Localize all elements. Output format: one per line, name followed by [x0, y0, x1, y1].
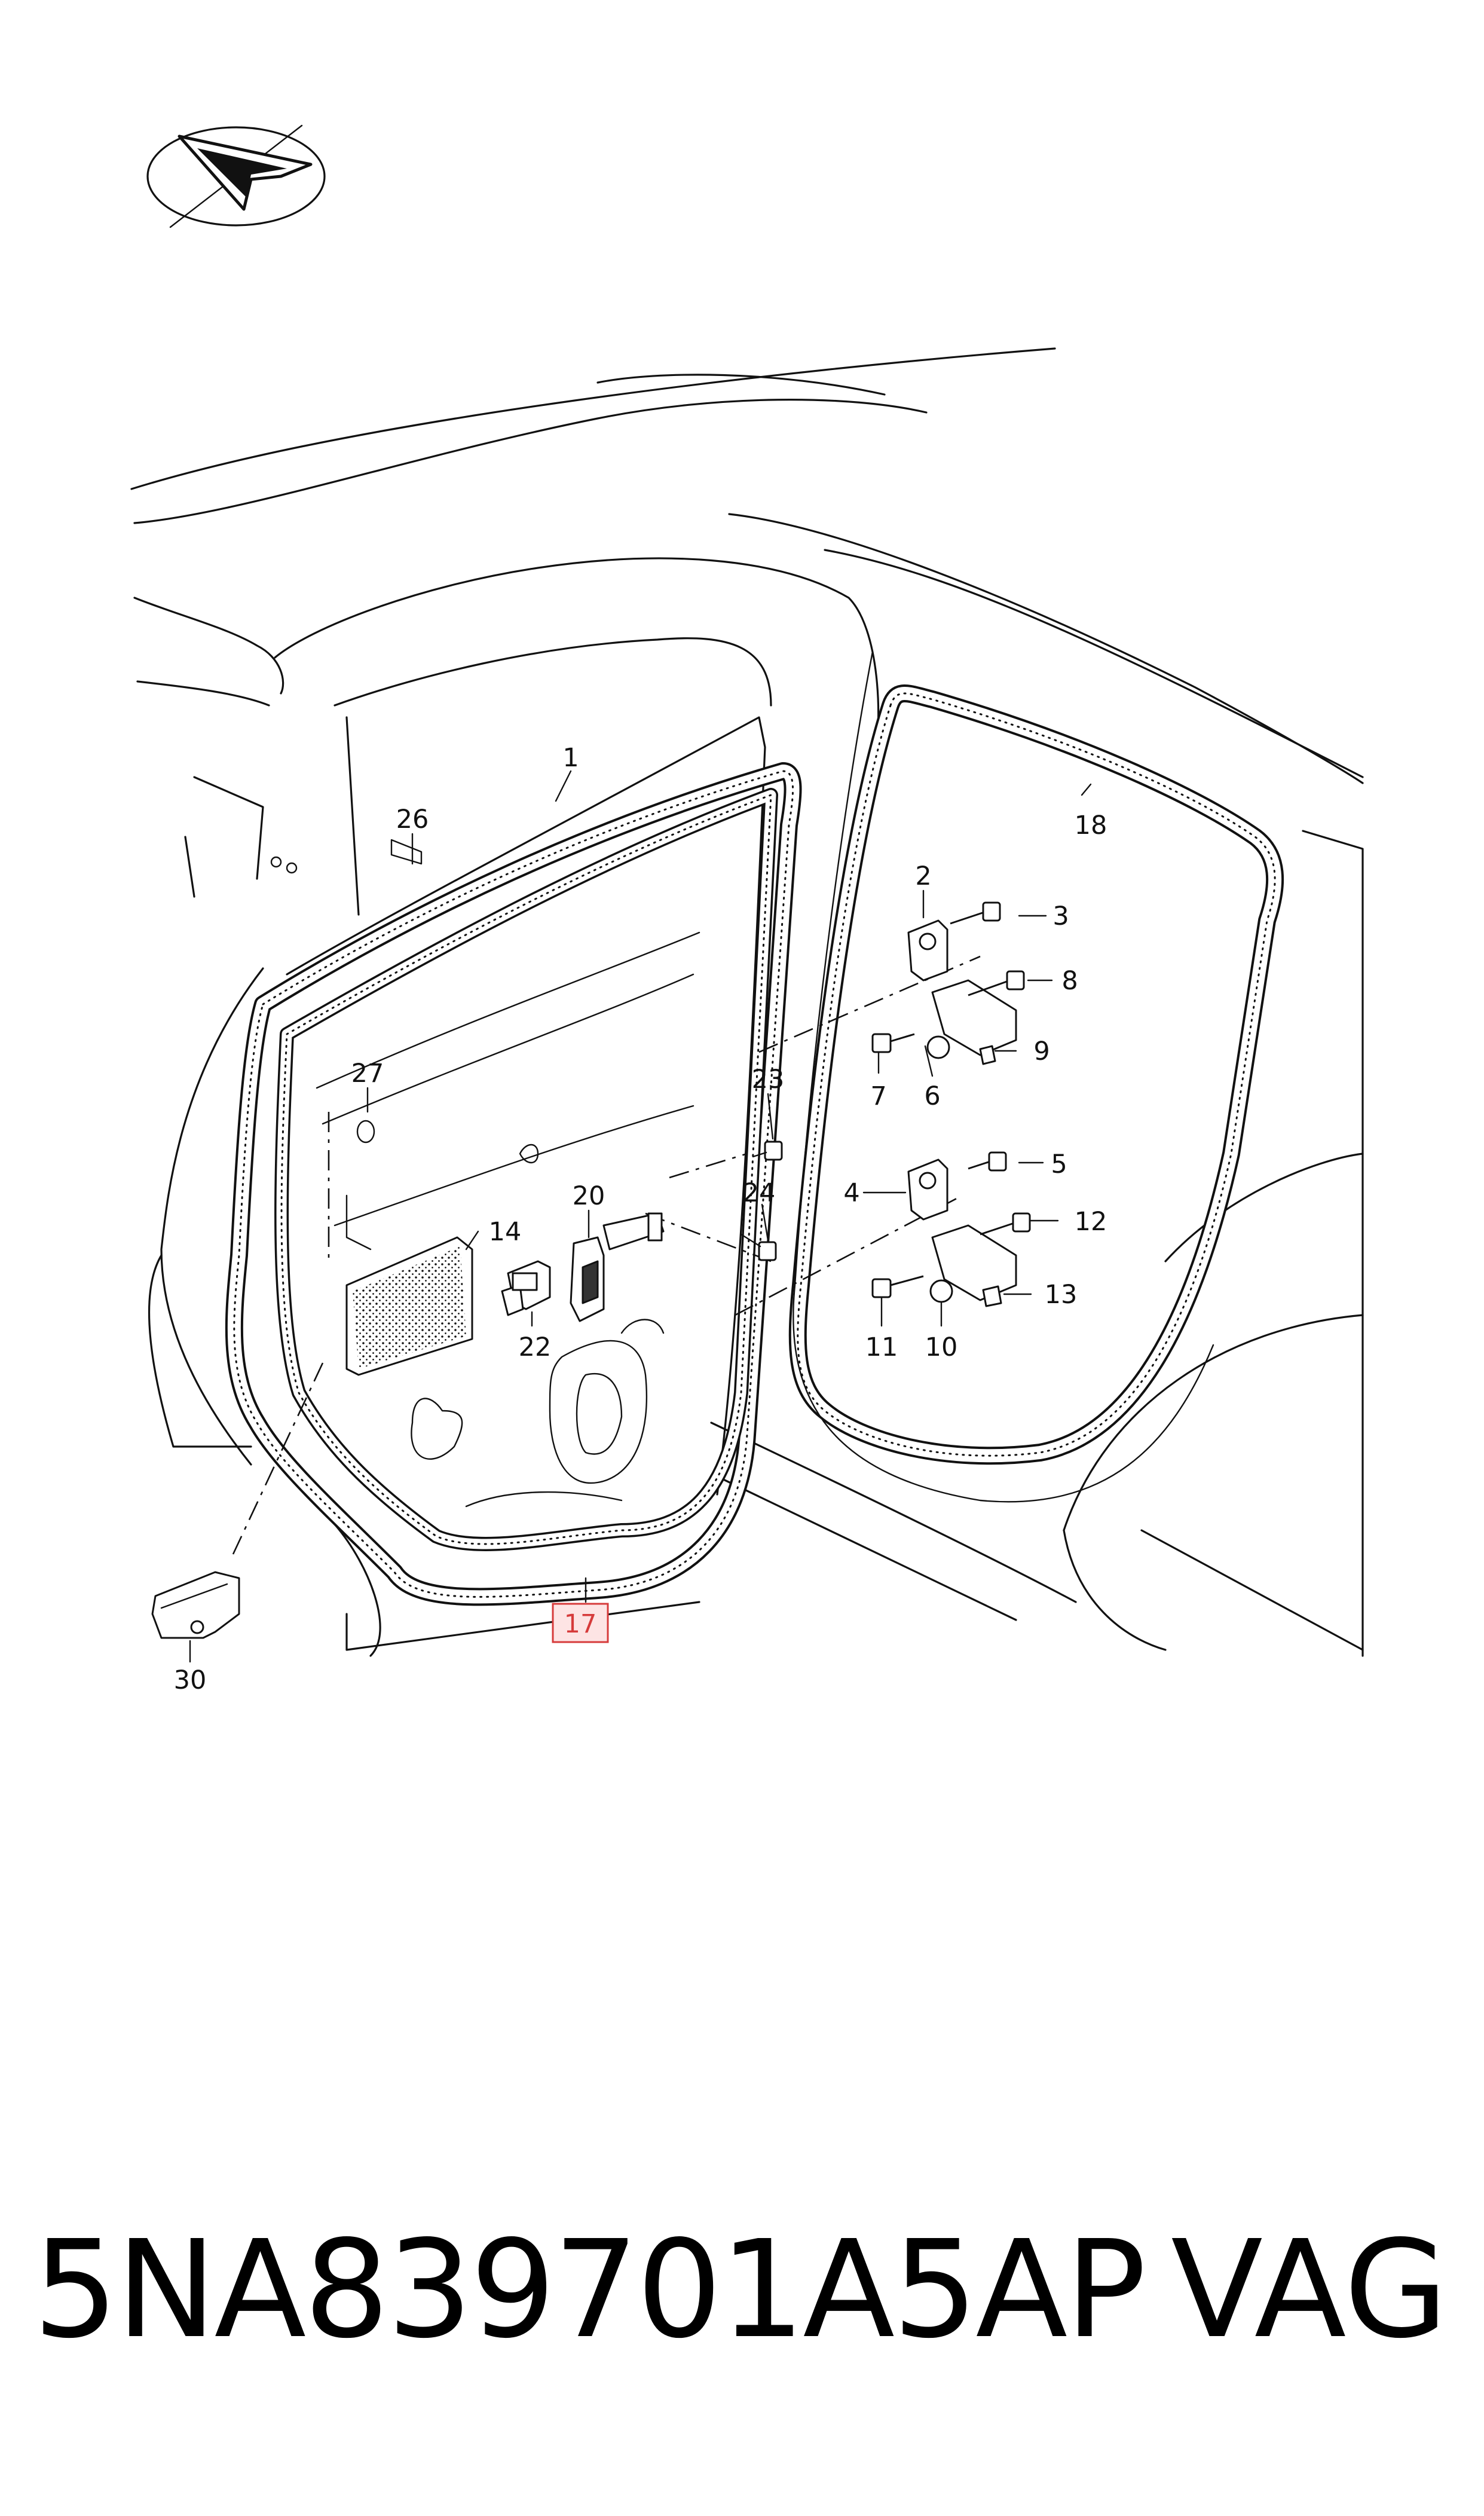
label-8: 8: [1061, 966, 1078, 996]
hinge-upper: [907, 919, 1017, 1065]
label-leaders: [189, 770, 1092, 1663]
label-17-highlight: 17: [552, 1603, 609, 1643]
check-strap-cover-part: [501, 1260, 551, 1316]
label-27: 27: [351, 1059, 384, 1089]
car-body-outline: [130, 347, 1364, 1657]
door-assembly: [148, 716, 802, 1657]
label-26: 26: [396, 805, 429, 834]
brand-name: VAG: [1171, 2212, 1448, 2368]
label-22: 22: [519, 1332, 552, 1362]
label-12: 12: [1075, 1207, 1107, 1237]
label-13: 13: [1045, 1280, 1078, 1310]
label-30: 30: [174, 1665, 207, 1695]
label-20: 20: [573, 1181, 605, 1211]
part-number: 5NA839701A5AP: [33, 2212, 1146, 2368]
orientation-arrow-icon: [146, 124, 326, 228]
label-23: 23: [752, 1065, 785, 1095]
label-14: 14: [489, 1217, 522, 1247]
door-check-strap-part: [570, 1212, 665, 1322]
label-17: 17: [564, 1609, 597, 1639]
hinge-lower: [907, 1158, 1017, 1307]
label-11: 11: [865, 1332, 898, 1362]
sound-pad-part: [345, 1236, 473, 1376]
label-10: 10: [925, 1332, 958, 1362]
label-3: 3: [1052, 901, 1069, 931]
label-1: 1: [562, 743, 579, 773]
label-4: 4: [843, 1178, 859, 1208]
label-24: 24: [743, 1178, 776, 1208]
door-opening-seal: [788, 650, 1284, 1503]
part-labels: 1 2 3 4 5 6 7 8 9 10 11 12 13 14 18 20 2…: [174, 743, 1107, 1695]
door-lock-part: [151, 1571, 240, 1639]
label-6: 6: [924, 1081, 940, 1111]
bolts: [740, 901, 1031, 1298]
label-18: 18: [1075, 811, 1107, 840]
label-9: 9: [1033, 1037, 1049, 1066]
label-2: 2: [915, 861, 931, 891]
label-5: 5: [1051, 1150, 1067, 1179]
label-7: 7: [870, 1081, 886, 1111]
